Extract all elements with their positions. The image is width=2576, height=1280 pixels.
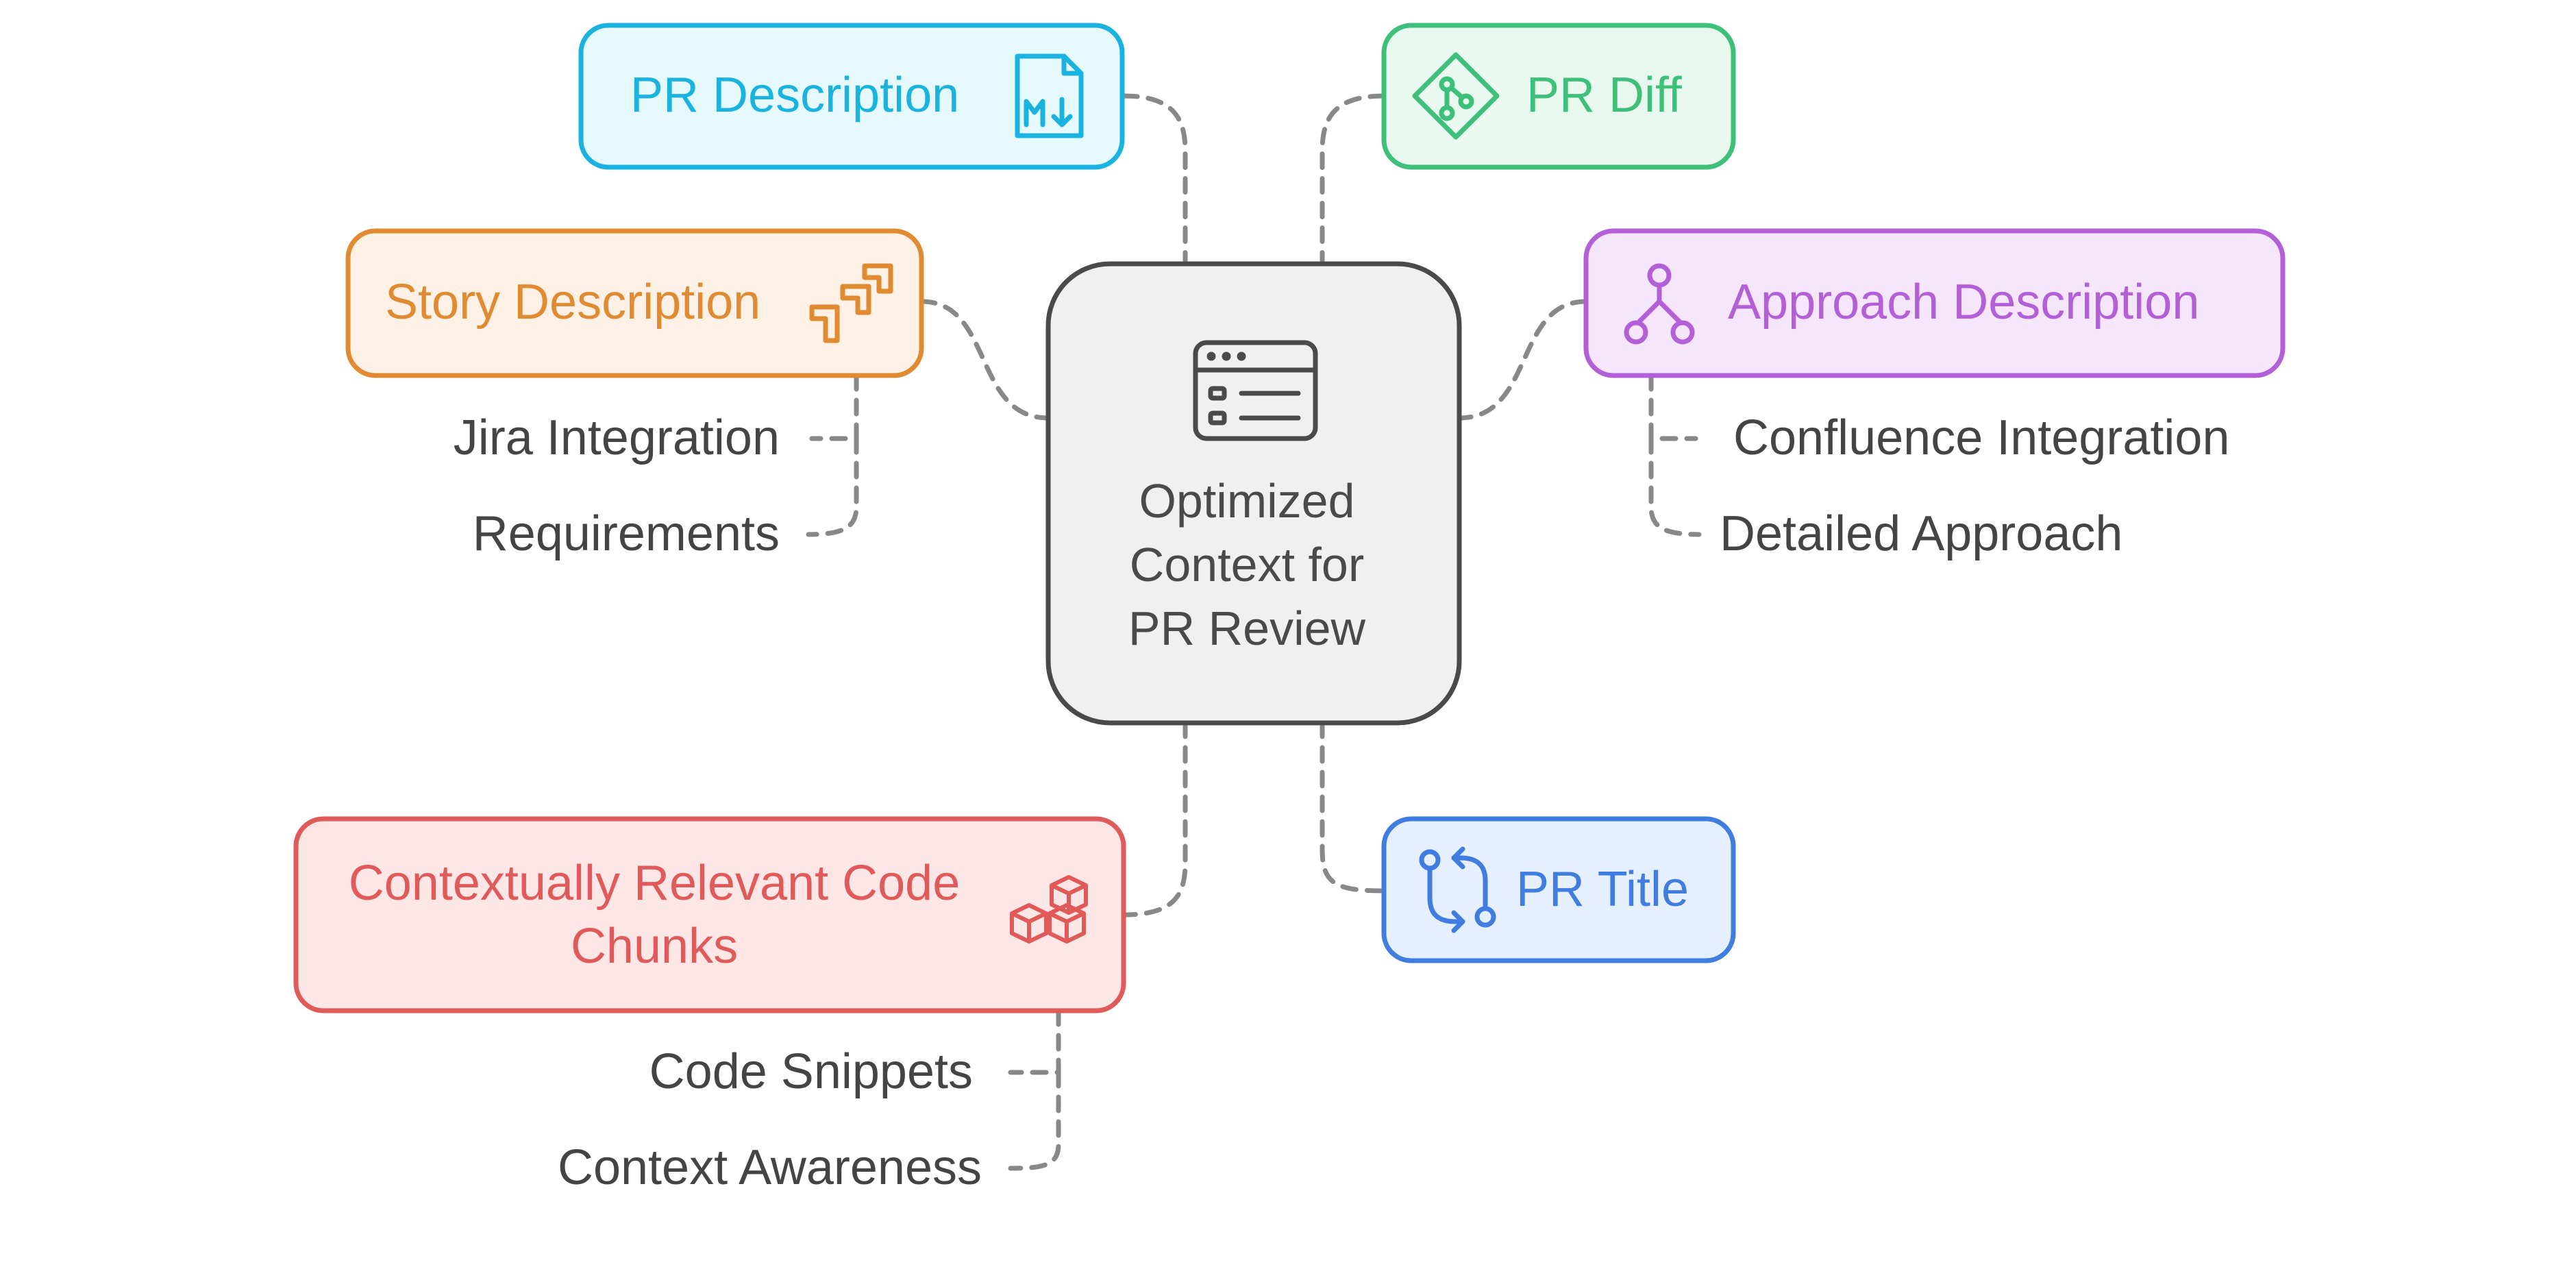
connector-approach-description bbox=[1457, 299, 1589, 421]
detail-code-snippets: Code Snippets bbox=[649, 1044, 973, 1099]
detail-detailed-approach: Detailed Approach bbox=[1720, 506, 2122, 561]
approach-description-label: Approach Description bbox=[1728, 275, 2199, 330]
git-diamond-icon bbox=[1412, 52, 1500, 140]
center-title-line-2: Context for bbox=[1130, 538, 1364, 591]
center-title-line-3: PR Review bbox=[1128, 602, 1366, 655]
code-chunks-label-line-2: Chunks bbox=[571, 919, 738, 974]
connector-jira-integration bbox=[809, 373, 859, 441]
story-description-label: Story Description bbox=[385, 275, 760, 330]
connector-detailed-approach bbox=[1648, 436, 1702, 537]
pr-title-label: PR Title bbox=[1516, 862, 1689, 917]
detail-requirements: Requirements bbox=[473, 506, 780, 561]
pr-description-label: PR Description bbox=[630, 68, 959, 123]
detail-jira-integration: Jira Integration bbox=[454, 410, 780, 465]
node-pr-title: PR Title bbox=[1381, 816, 1736, 963]
node-pr-diff: PR Diff bbox=[1381, 23, 1736, 170]
branch-tree-icon bbox=[1624, 263, 1695, 345]
node-approach-description: Approach Description bbox=[1583, 228, 2286, 378]
center-title-line-1: Optimized bbox=[1139, 474, 1354, 528]
connector-confluence-integration bbox=[1648, 373, 1698, 441]
node-code-chunks: Contextually Relevant Code Chunks bbox=[293, 816, 1126, 1013]
center-node: Optimized Context for PR Review bbox=[1045, 261, 1462, 726]
pull-request-icon bbox=[1419, 846, 1496, 933]
connector-pr-diff bbox=[1320, 93, 1387, 267]
connector-pr-title bbox=[1320, 720, 1387, 894]
pr-diff-label: PR Diff bbox=[1526, 68, 1683, 123]
node-pr-description: PR Description bbox=[578, 23, 1125, 170]
detail-labels: Jira Integration Requirements Confluence… bbox=[454, 410, 2230, 1195]
connector-code-snippets bbox=[1008, 1008, 1061, 1075]
connector-story-description bbox=[919, 299, 1051, 421]
jira-logo-icon bbox=[809, 263, 893, 343]
node-story-description: Story Description bbox=[345, 228, 924, 378]
cubes-icon bbox=[1010, 875, 1088, 944]
connector-requirements bbox=[806, 436, 859, 537]
connectors bbox=[806, 93, 1702, 1171]
detail-context-awareness: Context Awareness bbox=[558, 1140, 982, 1195]
connector-code-chunks bbox=[1121, 720, 1188, 918]
connector-pr-description bbox=[1121, 93, 1188, 267]
code-chunks-label-line-1: Contextually Relevant Code bbox=[349, 856, 961, 911]
connector-context-awareness bbox=[1008, 1070, 1061, 1171]
dashboard-list-icon bbox=[1193, 340, 1318, 441]
detail-confluence-integration: Confluence Integration bbox=[1733, 410, 2230, 465]
markdown-file-icon bbox=[1015, 53, 1084, 138]
